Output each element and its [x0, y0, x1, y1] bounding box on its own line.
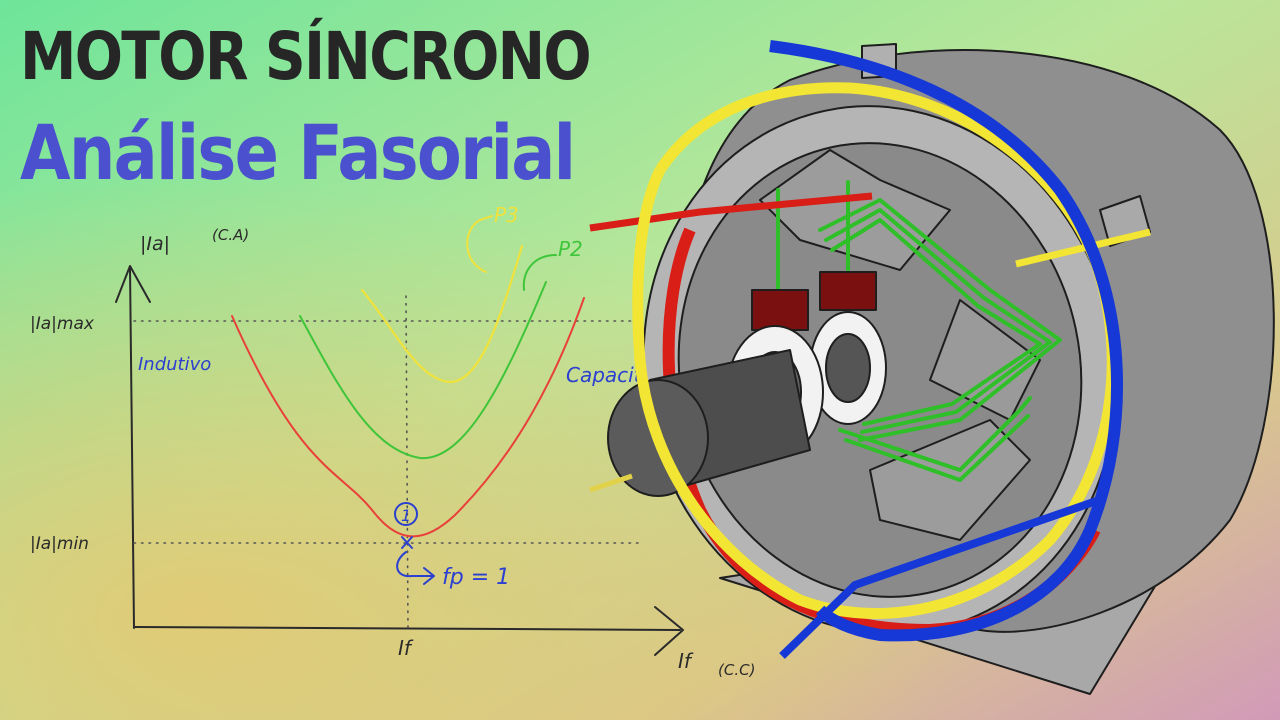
x-axis	[133, 626, 681, 631]
curve-green	[299, 281, 547, 460]
brush-block-right	[819, 271, 877, 311]
curve-p2-label: P2	[558, 237, 583, 261]
phase-yellow-lead	[1015, 228, 1151, 268]
motor-illustration	[589, 40, 1275, 695]
shaft-pin-left	[589, 473, 633, 493]
y-axis	[129, 267, 135, 629]
y-min-label: |Ia|min	[30, 534, 89, 554]
x-axis-label: If	[678, 649, 694, 673]
title-motor-sincrono: MOTOR SÍNCRONO	[20, 18, 592, 95]
y-axis-label: |Ia|	[140, 233, 170, 255]
y-axis-arrowhead	[115, 265, 151, 303]
phase-blue-conductor	[769, 40, 1123, 642]
subtitle-analise-fasorial: Análise Fasorial	[20, 108, 576, 197]
y-max-label: |Ia|max	[30, 314, 95, 334]
phase-yellow-conductor	[632, 82, 1118, 619]
slip-ring-rear-hole	[825, 333, 871, 403]
point-marker-circle	[394, 502, 418, 526]
brush-block-left	[751, 289, 809, 331]
x-tick-label: If	[398, 636, 414, 660]
point-note-arrow	[396, 551, 435, 585]
x-axis-arrowhead	[654, 606, 684, 656]
curve-p3-label-arrow	[466, 215, 493, 273]
curve-yellow	[360, 244, 524, 384]
phase-red-lead	[589, 192, 873, 232]
curve-p2-label-arrow	[522, 254, 557, 291]
point-note: fp = 1	[442, 565, 510, 590]
point-cross	[401, 536, 413, 549]
guide-if	[405, 295, 409, 631]
field-winding-coils	[776, 180, 1062, 482]
curve-red	[231, 297, 585, 538]
region-inductive-label: Indutivo	[138, 354, 211, 375]
curve-p3-label: P3	[494, 203, 519, 227]
phase-blue-lead	[779, 494, 1107, 659]
point-marker-label: 1	[401, 506, 411, 525]
x-axis-unit: (C.C)	[718, 661, 755, 679]
y-axis-unit: (C.A)	[212, 226, 249, 244]
